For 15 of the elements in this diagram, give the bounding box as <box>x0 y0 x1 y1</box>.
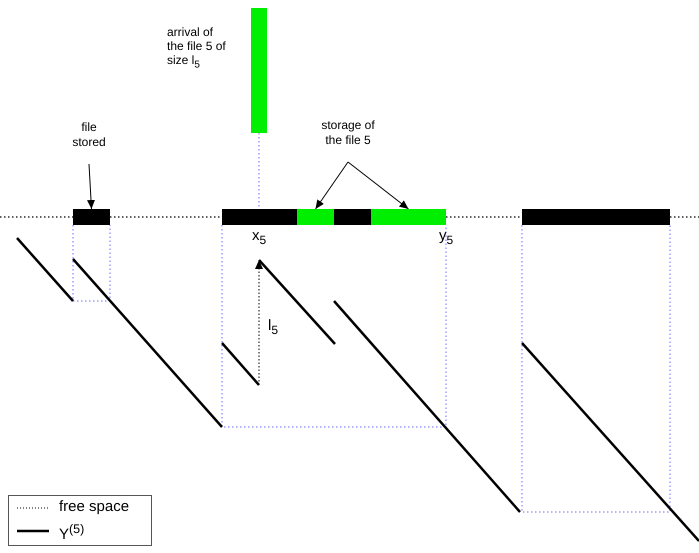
legend-label: free space <box>59 498 130 515</box>
file-block <box>73 209 110 225</box>
callout-text: storage of the file 5 <box>316 118 380 149</box>
file-block <box>371 209 446 225</box>
arrival-bar <box>251 8 267 133</box>
variable-label: l$_{5}$ <box>268 318 278 338</box>
arrow <box>348 162 409 210</box>
variable-label: y$_{5}$ <box>439 228 454 248</box>
variable-label: x$_{5}$ <box>252 228 266 248</box>
arrow <box>315 162 348 210</box>
callout-text: file stored <box>66 120 112 151</box>
arrow <box>87 164 95 210</box>
arrival-caption: arrival of the file 5 of size l$_{5}$ <box>167 25 227 72</box>
file-block <box>297 209 334 225</box>
legend-label: Y$^{(5)}$ <box>59 521 84 543</box>
